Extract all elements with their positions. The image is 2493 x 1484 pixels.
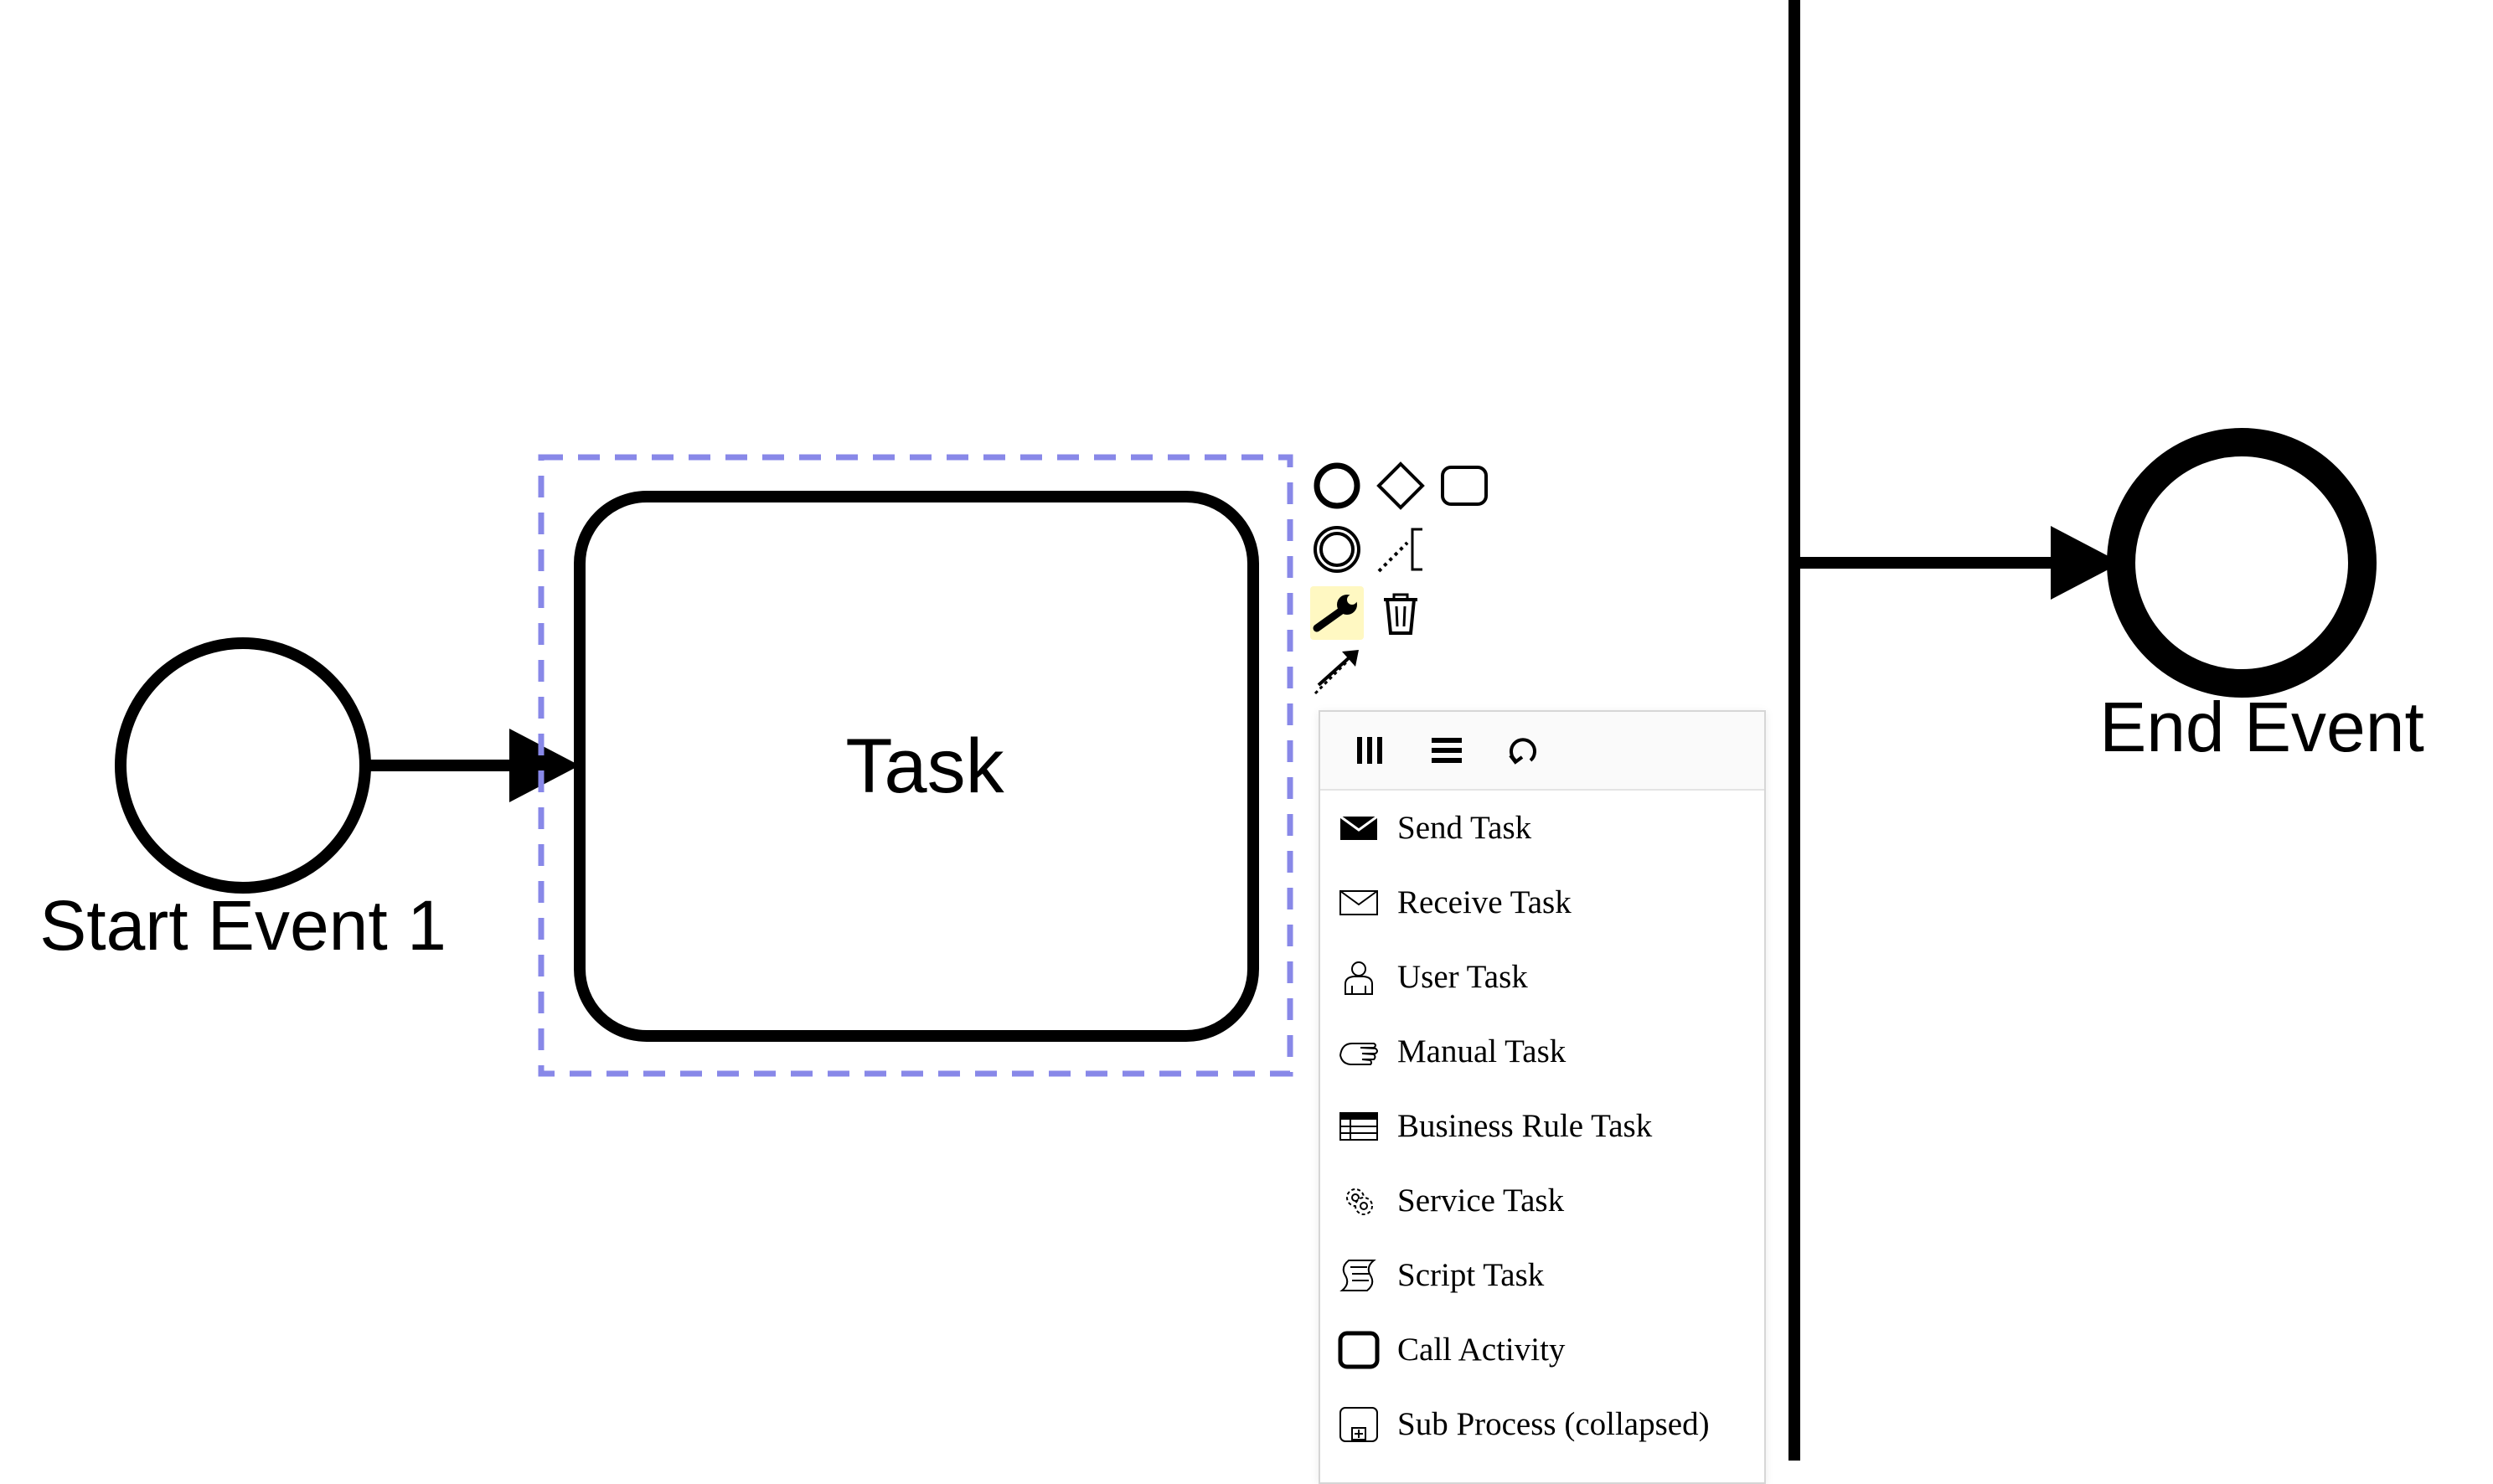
menu-item-receive-task[interactable]: Receive Task bbox=[1320, 865, 1764, 940]
menu-item-service-task[interactable]: Service Task bbox=[1320, 1163, 1764, 1238]
replace-menu: Send Task Receive Task User Task Manual … bbox=[1319, 710, 1766, 1484]
end-event-label: End Event bbox=[2099, 688, 2424, 766]
append-gateway-icon[interactable] bbox=[1374, 459, 1427, 513]
menu-item-label: Call Activity bbox=[1397, 1332, 1566, 1368]
receive-task-icon bbox=[1335, 879, 1382, 926]
loop-icon[interactable] bbox=[1499, 726, 1548, 775]
task-shape[interactable] bbox=[574, 491, 1259, 1042]
wrench-icon[interactable] bbox=[1310, 586, 1364, 640]
sub-process-collapsed-icon bbox=[1335, 1401, 1382, 1448]
menu-item-label: Send Task bbox=[1397, 810, 1532, 846]
script-task-icon bbox=[1335, 1252, 1382, 1299]
menu-item-label: Sub Process (collapsed) bbox=[1397, 1406, 1710, 1442]
menu-item-send-task[interactable]: Send Task bbox=[1320, 791, 1764, 865]
menu-item-call-activity[interactable]: Call Activity bbox=[1320, 1312, 1764, 1387]
menu-item-label: Business Rule Task bbox=[1397, 1108, 1653, 1144]
start-event-label: Start Event 1 bbox=[39, 886, 446, 965]
end-event[interactable] bbox=[2107, 428, 2377, 698]
append-start-event-icon[interactable] bbox=[1310, 459, 1364, 513]
parallel-multi-instance-icon[interactable] bbox=[1345, 726, 1394, 775]
selection-outline bbox=[538, 454, 1293, 1077]
task-label: Task bbox=[845, 724, 1004, 809]
menu-item-label: Receive Task bbox=[1397, 884, 1572, 920]
sequence-flow-start-to-task[interactable] bbox=[367, 729, 580, 802]
menu-item-label: Service Task bbox=[1397, 1183, 1565, 1219]
connect-icon[interactable] bbox=[1310, 645, 1364, 698]
menu-item-label: Script Task bbox=[1397, 1257, 1545, 1293]
menu-item-manual-task[interactable]: Manual Task bbox=[1320, 1014, 1764, 1089]
start-event[interactable] bbox=[115, 637, 371, 894]
call-activity-icon bbox=[1335, 1327, 1382, 1373]
append-intermediate-event-icon[interactable] bbox=[1310, 523, 1364, 576]
trash-icon[interactable] bbox=[1374, 586, 1427, 640]
menu-item-sub-process-collapsed[interactable]: Sub Process (collapsed) bbox=[1320, 1387, 1764, 1461]
user-task-icon bbox=[1335, 954, 1382, 1001]
send-task-icon bbox=[1335, 805, 1382, 852]
menu-item-label: Manual Task bbox=[1397, 1033, 1567, 1069]
menu-item-script-task[interactable]: Script Task bbox=[1320, 1238, 1764, 1312]
sequence-flow-to-end-event[interactable] bbox=[1794, 526, 2121, 600]
sequential-multi-instance-icon[interactable] bbox=[1422, 726, 1471, 775]
text-annotation-icon[interactable] bbox=[1374, 523, 1427, 576]
service-task-icon bbox=[1335, 1177, 1382, 1224]
replace-menu-header bbox=[1320, 712, 1764, 791]
business-rule-task-icon bbox=[1335, 1103, 1382, 1150]
manual-task-icon bbox=[1335, 1028, 1382, 1075]
menu-item-business-rule-task[interactable]: Business Rule Task bbox=[1320, 1089, 1764, 1163]
menu-item-user-task[interactable]: User Task bbox=[1320, 940, 1764, 1014]
menu-item-label: User Task bbox=[1397, 959, 1528, 995]
append-task-icon[interactable] bbox=[1437, 459, 1491, 513]
